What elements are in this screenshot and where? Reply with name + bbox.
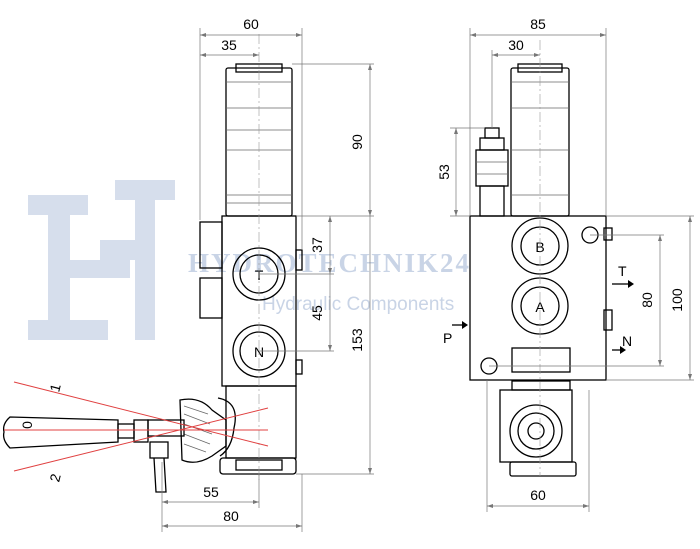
dim-front-80: 80 xyxy=(639,292,655,308)
dim-side-55: 55 xyxy=(203,484,219,500)
watermark-brand: HYDROTECHNIK24 xyxy=(188,248,471,278)
dimension-arrowheads xyxy=(162,33,692,528)
side-solenoid xyxy=(225,63,293,217)
port-t-front-label: T xyxy=(618,263,627,279)
lever-position-0: 0 xyxy=(19,421,35,429)
front-lower-port xyxy=(509,404,563,458)
port-n-label: N xyxy=(254,344,264,360)
dim-side-60: 60 xyxy=(243,16,259,32)
lever-position-2: 2 xyxy=(46,472,63,484)
dim-front-53: 53 xyxy=(436,164,452,180)
dim-side-80: 80 xyxy=(223,508,239,524)
dim-front-30: 30 xyxy=(508,37,524,53)
dim-front-100: 100 xyxy=(669,288,685,312)
lever-position-1: 1 xyxy=(46,382,63,394)
dim-front-85: 85 xyxy=(530,16,546,32)
watermark-tagline: Hydraulic Components xyxy=(262,294,454,315)
front-view: B A T N P xyxy=(436,16,694,512)
dim-side-90: 90 xyxy=(349,134,365,150)
dim-side-45: 45 xyxy=(309,305,325,321)
watermark: HYDROTECHNIK24 Hydraulic Components xyxy=(28,180,471,340)
port-n-front-label: N xyxy=(622,333,632,349)
flow-arrows: T N P xyxy=(443,263,634,354)
dim-side-35: 35 xyxy=(221,37,237,53)
side-view: T N 1 0 2 xyxy=(2,16,374,532)
front-dimensions: 85 30 53 80 100 60 xyxy=(436,16,694,512)
side-dimensions: 60 35 90 37 45 153 55 xyxy=(161,16,374,532)
lever-position-lines xyxy=(4,381,269,472)
dim-side-37: 37 xyxy=(309,237,325,253)
dim-side-153: 153 xyxy=(349,328,365,352)
dim-front-60: 60 xyxy=(530,487,546,503)
front-valve-body xyxy=(469,215,613,477)
port-p-front-label: P xyxy=(443,330,452,346)
front-relief-valve xyxy=(475,127,509,217)
watermark-logo xyxy=(28,180,175,340)
port-a-label: A xyxy=(535,299,545,315)
